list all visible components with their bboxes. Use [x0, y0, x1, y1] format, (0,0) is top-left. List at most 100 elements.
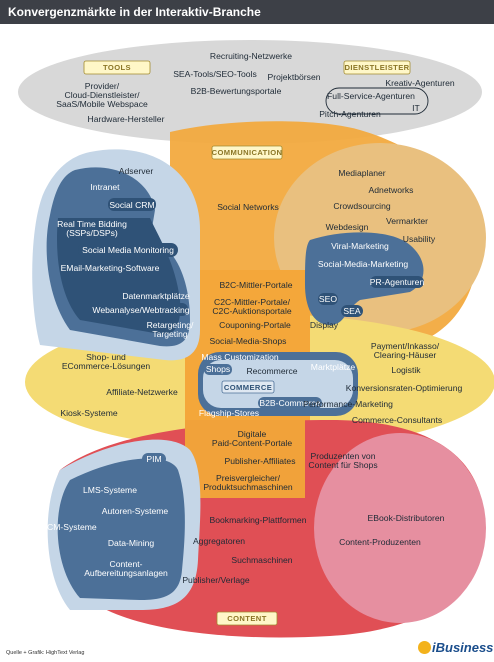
- label-intranet: Intranet: [90, 182, 120, 192]
- label-crowdsourcing: Crowdsourcing: [333, 201, 391, 211]
- tools-tag: TOOLS: [83, 60, 151, 75]
- label-retargeting-1: Retargeting/: [147, 320, 194, 330]
- label-publisher-aff: Publisher-Affiliates: [224, 456, 295, 466]
- label-publisher-verlage: Publisher/Verlage: [182, 575, 250, 585]
- label-payment-2: Clearing-Häuser: [374, 350, 437, 360]
- label-c2c-1: C2C-Mittler-Portale/: [214, 297, 291, 307]
- label-seo: SEO: [319, 294, 337, 304]
- label-datenmarkt: Datenmarktplätze: [122, 291, 190, 301]
- label-social-media-mkt: Social-Media-Marketing: [318, 259, 408, 269]
- social-crm-pill: [108, 198, 156, 211]
- pr-pill: [370, 276, 424, 288]
- label-retargeting-2: Targeting: [152, 329, 188, 339]
- label-payment-1: Payment/Inkasso/: [371, 341, 440, 351]
- dienstleister-tag: DIENSTLEISTER: [343, 60, 411, 75]
- label-data-mining: Data-Mining: [108, 538, 155, 548]
- label-b2b-bewertung: B2B-Bewertungsportale: [191, 86, 282, 96]
- fullservice-outline: [325, 87, 429, 115]
- label-provider-1: Provider/: [85, 81, 120, 91]
- svg-text:DIENSTLEISTER: DIENSTLEISTER: [344, 63, 409, 72]
- label-commerce-consult: Commerce-Consultants: [352, 415, 442, 425]
- label-smm: Social Media Monitoring: [82, 245, 174, 255]
- label-shop-loes-1: Shop- und: [86, 352, 126, 362]
- label-pitch: Pitch-Agenturen: [319, 109, 381, 119]
- commerce-inner-area: [203, 360, 353, 408]
- brand-name: iBusiness: [432, 640, 494, 655]
- brand-logo: iBusiness: [418, 640, 493, 655]
- pim-pill: [142, 453, 166, 465]
- label-kreativ: Kreativ-Agenturen: [385, 78, 454, 88]
- label-projektboersen: Projektbörsen: [267, 72, 320, 82]
- b2b-commerce-pill: [258, 397, 322, 409]
- label-fullservice: Full-Service-Agenturen: [327, 91, 415, 101]
- content-tag: CONTENT: [216, 611, 278, 626]
- label-display: Display: [310, 320, 339, 330]
- label-flagship: Flagship-Stores: [199, 408, 259, 418]
- label-webanalyse: Webanalyse/Webtracking: [92, 305, 189, 315]
- label-adnetworks: Adnetworks: [369, 185, 414, 195]
- label-webdesign: Webdesign: [326, 222, 369, 232]
- label-digitale-2: Paid-Content-Portale: [212, 438, 292, 448]
- communication-tag: COMMUNICATION: [212, 145, 283, 160]
- label-recommerce: Recommerce: [246, 366, 297, 376]
- label-c2c-2: C2C-Auktionsportale: [212, 306, 292, 316]
- label-logistik: Logistik: [391, 365, 421, 375]
- header-bar: Konvergenzmärkte in der Interaktiv-Branc…: [0, 0, 494, 24]
- label-b2c-mittler: B2C-Mittler-Portale: [219, 280, 292, 290]
- label-social-shops: Social-Media-Shops: [210, 336, 287, 346]
- smm-pill: [78, 243, 178, 257]
- source-note: Quelle + Grafik: HighText Verlag: [6, 650, 85, 656]
- sea-pill: [341, 305, 363, 317]
- label-hardware: Hardware-Hersteller: [88, 114, 165, 124]
- label-content-auf-1: Content-: [110, 559, 143, 569]
- label-digitale-1: Digitale: [238, 429, 267, 439]
- label-produzenten-2: Content für Shops: [308, 460, 377, 470]
- svg-text:COMMERCE: COMMERCE: [224, 383, 272, 392]
- page-title: Konvergenzmärkte in der Interaktiv-Branc…: [8, 5, 261, 19]
- label-content-auf-2: Aufbereitungsanlagen: [84, 568, 168, 578]
- label-lms: LMS-Systeme: [83, 485, 137, 495]
- svg-text:COMMUNICATION: COMMUNICATION: [212, 148, 283, 157]
- label-usability: Usability: [403, 234, 436, 244]
- svg-text:TOOLS: TOOLS: [103, 63, 131, 72]
- label-sea: SEA: [343, 306, 360, 316]
- label-rtb-2: (SSPs/DSPs): [66, 228, 118, 238]
- label-shop-loes-2: ECommerce-Lösungen: [62, 361, 151, 371]
- label-mediaplaner: Mediaplaner: [338, 168, 385, 178]
- label-autoren: Autoren-Systeme: [102, 506, 169, 516]
- label-kiosk: Kiosk-Systeme: [60, 408, 118, 418]
- paid-content-area: [185, 420, 305, 498]
- label-recruiting: Recruiting-Netzwerke: [210, 51, 292, 61]
- label-sea-seo-tools: SEA-Tools/SEO-Tools: [173, 69, 257, 79]
- label-vermarkter: Vermarkter: [386, 216, 428, 226]
- label-performance: Performance-Marketing: [303, 399, 393, 409]
- label-konversion: Konversionsraten-Optimierung: [346, 383, 463, 393]
- label-preisvergl-2: Produktsuchmaschinen: [203, 482, 293, 492]
- label-social-crm: Social CRM: [109, 200, 154, 210]
- label-ecm: ECM-Systeme: [41, 522, 97, 532]
- label-ebook: EBook-Distributoren: [368, 513, 445, 523]
- label-mass-custom: Mass Customization: [201, 352, 279, 362]
- label-shops: Shops: [206, 364, 230, 374]
- label-provider-3: SaaS/Mobile Webspace: [56, 99, 148, 109]
- label-content-prod: Content-Produzenten: [339, 537, 421, 547]
- shops-pill: [204, 364, 232, 375]
- label-pr: PR-Agenturen: [370, 277, 425, 287]
- seo-pill: [318, 293, 338, 305]
- brand-mark-icon: [418, 641, 431, 654]
- label-rtb-1: Real Time Bidding: [57, 219, 127, 229]
- label-affiliate-netz: Affiliate-Netzwerke: [106, 387, 178, 397]
- label-adserver: Adserver: [119, 166, 154, 176]
- label-couponing: Couponing-Portale: [219, 320, 291, 330]
- label-aggregatoren: Aggregatoren: [193, 536, 245, 546]
- label-provider-2: Cloud-Dienstleister/: [65, 90, 141, 100]
- label-social-networks: Social Networks: [217, 202, 279, 212]
- label-b2b-commerce: B2B-Commerce: [259, 398, 320, 408]
- label-produzenten-1: Produzenten von: [311, 451, 376, 461]
- svg-text:CONTENT: CONTENT: [227, 614, 267, 623]
- label-email-mkt: EMail-Marketing-Software: [61, 263, 160, 273]
- label-viral: Viral-Marketing: [331, 241, 389, 251]
- content-tools-dark-area: [57, 458, 185, 600]
- label-suchmaschinen: Suchmaschinen: [231, 555, 292, 565]
